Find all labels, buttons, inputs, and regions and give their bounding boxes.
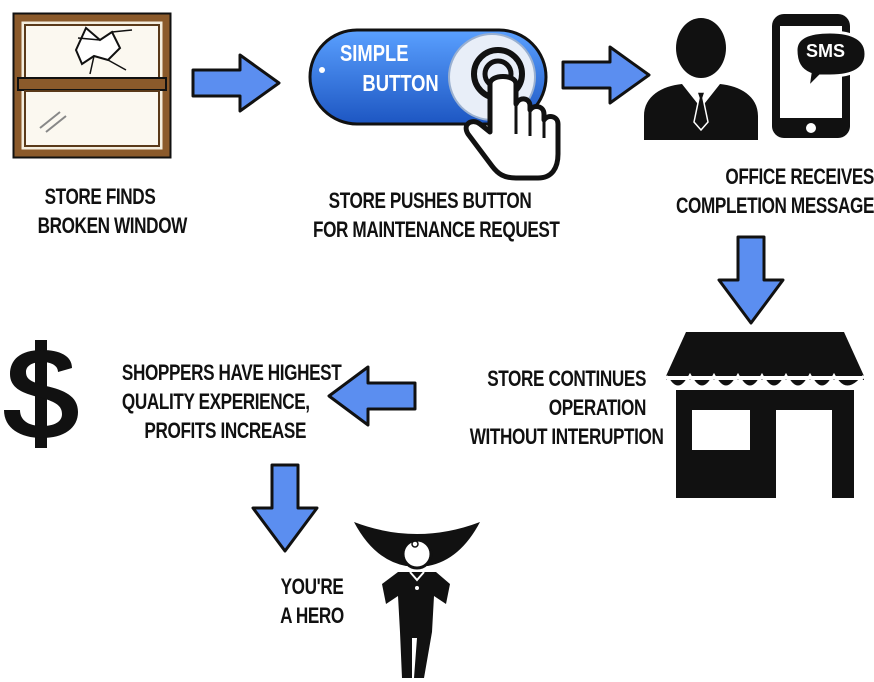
step-find-label: STORE FINDS BROKEN WINDOW xyxy=(37,182,188,240)
storefront-icon xyxy=(664,330,866,500)
step-continue-line2: OPERATION xyxy=(548,395,647,420)
arrow-left-icon xyxy=(326,364,418,428)
step-office-line1: OFFICE RECEIVES xyxy=(725,164,874,189)
sms-phone-icon: SMS xyxy=(770,12,868,140)
step-office-label: OFFICE RECEIVES COMPLETION MESSAGE xyxy=(676,162,874,220)
sms-text: SMS xyxy=(806,41,846,61)
arrow-down-icon xyxy=(250,462,320,554)
step-continue-line3: WITHOUT INTERUPTION xyxy=(469,424,664,449)
step-profit-line1: SHOPPERS HAVE HIGHEST xyxy=(121,360,342,385)
hero-icon xyxy=(352,520,482,680)
person-icon xyxy=(642,12,760,142)
button-text: SIMPLE BUTTON xyxy=(340,38,439,98)
step-push-line1: STORE PUSHES BUTTON xyxy=(328,188,532,213)
step-push-line2: FOR MAINTENANCE REQUEST xyxy=(313,217,560,242)
pointing-hand-icon xyxy=(458,44,564,182)
arrow-down-icon xyxy=(716,234,786,326)
button-line-simple: SIMPLE xyxy=(340,40,409,66)
broken-window-icon xyxy=(8,8,176,163)
arrow-right-icon xyxy=(560,44,652,106)
step-office-line2: COMPLETION MESSAGE xyxy=(676,193,874,218)
step-find-line1: STORE FINDS xyxy=(44,184,156,209)
button-line-button: BUTTON xyxy=(362,70,439,96)
dollar-icon xyxy=(2,338,82,450)
step-hero-label: YOU'RE A HERO xyxy=(273,572,351,630)
step-find-line2: BROKEN WINDOW xyxy=(37,213,188,238)
step-hero-line2: A HERO xyxy=(280,603,344,628)
step-continue-label: STORE CONTINUES OPERATION WITHOUT INTERU… xyxy=(469,364,664,451)
step-push-label: STORE PUSHES BUTTON FOR MAINTENANCE REQU… xyxy=(313,186,560,244)
step-continue-line1: STORE CONTINUES xyxy=(487,366,646,391)
step-profit-label: SHOPPERS HAVE HIGHEST QUALITY EXPERIENCE… xyxy=(121,358,342,445)
step-profit-line2: QUALITY EXPERIENCE, xyxy=(121,389,310,414)
arrow-right-icon xyxy=(190,52,282,114)
step-hero-line1: YOU'RE xyxy=(280,574,344,599)
step-profit-line3: PROFITS INCREASE xyxy=(144,418,306,443)
